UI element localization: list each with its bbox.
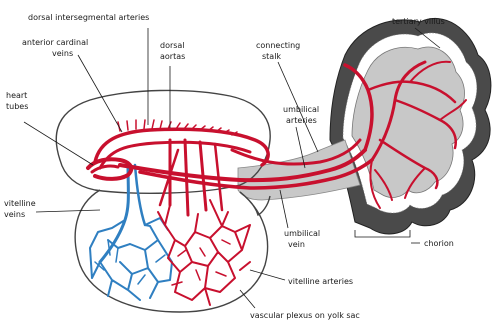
label-umbilical-vein: umbilical bbox=[284, 229, 320, 238]
label-anterior-cardinal-veins-2: veins bbox=[52, 49, 73, 58]
label-umbilical-arteries: umbilical bbox=[283, 105, 319, 114]
label-heart-tubes-2: tubes bbox=[6, 102, 28, 111]
vitelline-vein-plexus bbox=[90, 165, 172, 300]
label-vascular-plexus: vascular plexus on yolk sac bbox=[250, 311, 360, 320]
label-umbilical-vein-2: vein bbox=[288, 240, 305, 249]
label-dorsal-aortas: dorsal bbox=[160, 41, 185, 50]
connecting-stalk bbox=[238, 140, 360, 200]
label-vitelline-veins-2: veins bbox=[4, 210, 25, 219]
vitelline-artery-plexus bbox=[158, 200, 250, 305]
label-anterior-cardinal-veins: anterior cardinal bbox=[22, 38, 88, 47]
label-connecting-stalk-2: stalk bbox=[262, 52, 281, 61]
label-chorion: chorion bbox=[424, 239, 454, 248]
label-dorsal-aortas-2: aortas bbox=[160, 52, 185, 61]
label-heart-tubes: heart bbox=[6, 91, 27, 100]
label-vitelline-veins: vitelline bbox=[4, 199, 36, 208]
label-connecting-stalk: connecting bbox=[256, 41, 300, 50]
chorion-villus bbox=[330, 18, 491, 234]
label-vitelline-arteries: vitelline arteries bbox=[288, 277, 353, 286]
label-tertiary-villus: tertiary villus bbox=[392, 17, 445, 26]
label-umbilical-arteries-2: arteries bbox=[286, 116, 317, 125]
label-dorsal-intersegmental-arteries: dorsal intersegmental arteries bbox=[28, 13, 149, 22]
